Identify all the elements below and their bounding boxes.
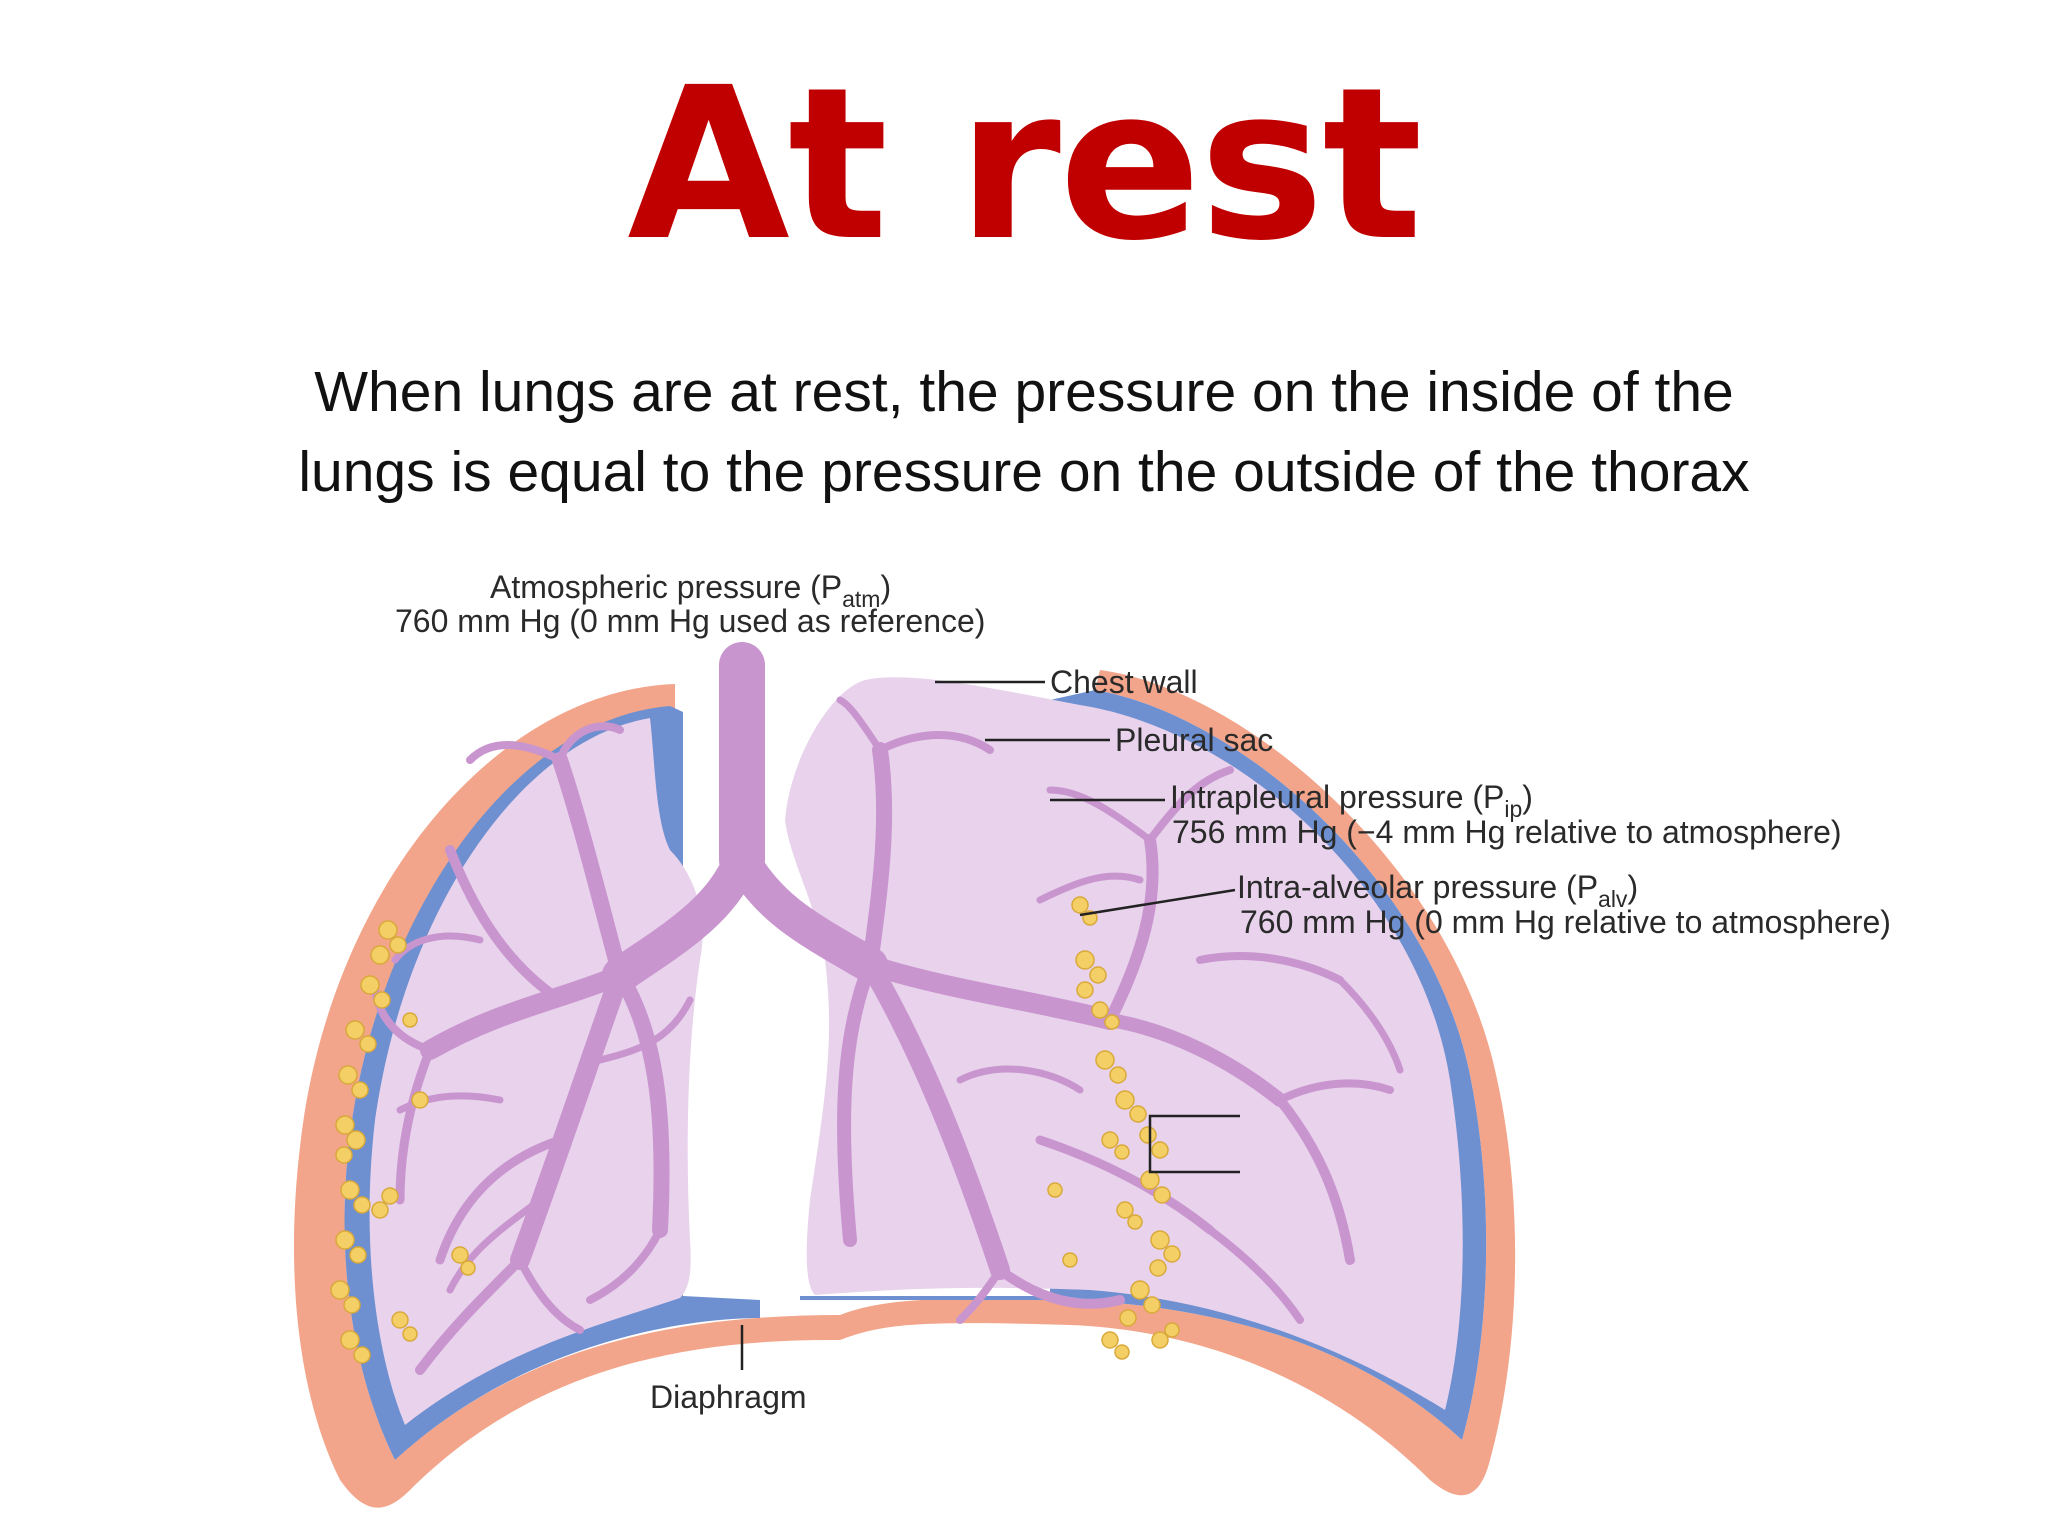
slide-description: When lungs are at rest, the pressure on … <box>0 352 2048 512</box>
intrapleural-pressure-label: Intrapleural pressure (Pip) <box>1170 779 1533 822</box>
intra-alveolar-pressure-value: 760 mm Hg (0 mm Hg relative to atmospher… <box>1240 904 1891 940</box>
description-line-2: lungs is equal to the pressure on the ou… <box>298 440 1750 504</box>
alveoli-clusters <box>330 896 1181 1364</box>
description-line-1: When lungs are at rest, the pressure on … <box>314 360 1734 424</box>
chest-wall-shape <box>293 670 1516 1508</box>
pleural-sac-label: Pleural sac <box>1115 722 1273 758</box>
slide-title: At rest <box>627 42 1422 287</box>
atmospheric-pressure-value: 760 mm Hg (0 mm Hg used as reference) <box>395 603 985 639</box>
airway-tree <box>371 642 1404 1375</box>
right-lung <box>785 677 1463 1410</box>
diaphragm-label: Diaphragm <box>650 1379 807 1415</box>
intra-alveolar-pressure-label: Intra-alveolar pressure (Palv) <box>1237 869 1638 912</box>
atmospheric-pressure-label: Atmospheric pressure (Patm) <box>490 569 891 612</box>
intrapleural-pressure-value: 756 mm Hg (−4 mm Hg relative to atmosphe… <box>1172 814 1842 850</box>
left-lung <box>369 718 703 1425</box>
chest-wall-label: Chest wall <box>1050 664 1198 700</box>
leader-lines <box>740 680 1240 1370</box>
